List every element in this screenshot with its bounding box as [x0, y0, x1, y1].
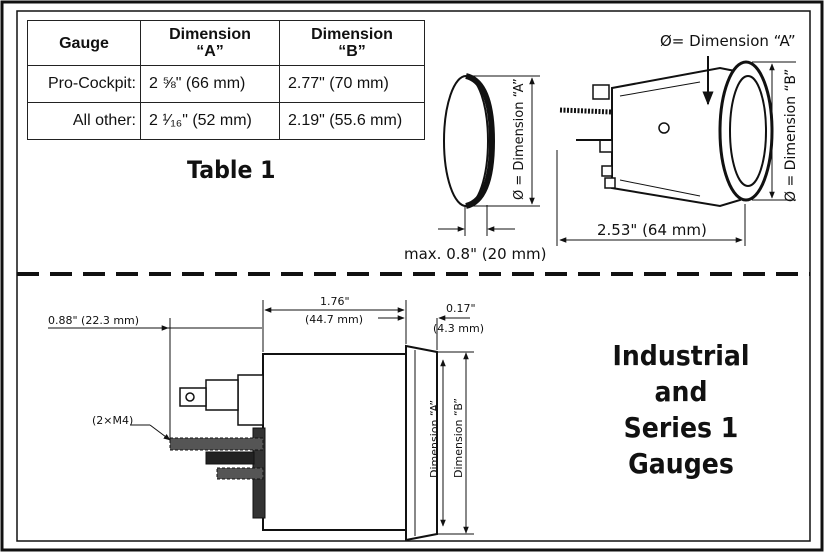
dim-176-label: 1.76" [320, 295, 350, 308]
length-label: 2.53" (64 mm) [597, 221, 707, 239]
side-dim-a-label: Ø = Dimension “A” [512, 78, 527, 200]
dim-017-mm-label: (4.3 mm) [433, 322, 484, 335]
title-line: and [654, 375, 708, 408]
table-caption: Table 1 [187, 156, 276, 184]
table-row: Pro-Cockpit: 2 ⅝" (66 mm) 2.77" (70 mm) [27, 65, 425, 103]
header-dim-a-line1: Dimension [169, 26, 251, 43]
table-cell-dim-b: 2.19" (55.6 mm) [279, 102, 425, 140]
header-dim-a-line2: “A” [196, 43, 224, 60]
dim-088-label: 0.88" (22.3 mm) [48, 314, 139, 327]
title-line: Gauges [628, 447, 734, 480]
table-cell-dim-a: 2 ¹⁄₁₆" (52 mm) [140, 102, 280, 140]
table-cell-dim-a: 2 ⅝" (66 mm) [140, 65, 280, 103]
header-dim-b-line1: Dimension [311, 26, 393, 43]
max-depth-label: max. 0.8" (20 mm) [404, 245, 547, 263]
dim-017-label: 0.17" [446, 302, 476, 315]
bottom-dim-a-label: Dimension “A” [428, 400, 441, 478]
dimension-table: Gauge Dimension “A” Dimension “B” Pro-Co… [27, 20, 425, 140]
top-dim-a-label: Ø= Dimension “A” [660, 32, 796, 50]
gauge-side-profile [48, 300, 474, 542]
title-line: Series 1 [623, 411, 739, 444]
table-header-row: Gauge Dimension “A” Dimension “B” [27, 20, 425, 66]
dim-176-mm-label: (44.7 mm) [305, 313, 363, 326]
bezel-side-view [438, 73, 540, 236]
table-header-dim-a: Dimension “A” [140, 20, 280, 66]
gauge-perspective-view [556, 56, 796, 246]
header-dim-b-line2: “B” [338, 43, 366, 60]
stud-label: (2×M4) [92, 414, 133, 427]
table-cell-dim-b: 2.77" (70 mm) [279, 65, 425, 103]
table-cell-gauge: Pro-Cockpit: [27, 65, 141, 103]
table-header-dim-b: Dimension “B” [279, 20, 425, 66]
side-dim-b-label: Ø = Dimension “B” [783, 69, 799, 202]
title-line: Industrial [612, 339, 750, 372]
header-gauge-text: Gauge [59, 34, 109, 52]
section-title: Industrial and Series 1 Gauges [596, 338, 766, 482]
table-header-gauge: Gauge [27, 20, 141, 66]
table-cell-gauge: All other: [27, 102, 141, 140]
table-row: All other: 2 ¹⁄₁₆" (52 mm) 2.19" (55.6 m… [27, 102, 425, 140]
bottom-dim-b-label: Dimension “B” [452, 398, 465, 478]
